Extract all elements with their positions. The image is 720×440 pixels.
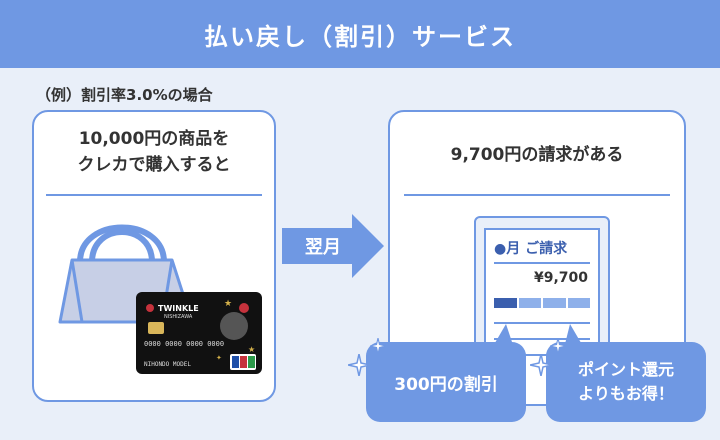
example-note: （例）割引率3.0%の場合 <box>36 86 213 104</box>
header-banner: 払い戻し（割引）サービス <box>0 0 720 68</box>
bill-progress-bar <box>494 298 590 308</box>
credit-card-icon: ★ ★ ✦ TWINKLE NISHIZAWA 0000 0000 0000 0… <box>136 292 262 374</box>
card-sub-brand: NISHIZAWA <box>164 314 193 320</box>
next-month-label: 翌月 <box>305 237 341 258</box>
sparkle-icon <box>530 354 552 376</box>
discount-bubble: 300円の割引 <box>366 342 526 422</box>
bill-amount: ¥9,700 <box>533 270 588 286</box>
card-brand: TWINKLE <box>158 304 199 313</box>
purchase-panel-title: 10,000円の商品を クレカで購入すると <box>34 126 274 178</box>
purchase-panel: 10,000円の商品を クレカで購入すると ★ ★ ✦ TWINKLE NISH… <box>32 110 276 402</box>
sparkle-icon <box>550 338 566 354</box>
arrow-right-icon <box>282 214 384 278</box>
sparkle-icon <box>348 354 370 376</box>
bill-title: ●月 ご請求 <box>494 241 568 257</box>
svg-text:★: ★ <box>248 345 255 354</box>
sparkle-icon <box>370 338 386 354</box>
discount-text: 300円の割引 <box>394 374 498 395</box>
points-line-1: ポイント還元 <box>577 360 674 379</box>
purchase-divider <box>46 194 262 196</box>
card-holder: NIHONDO MODEL <box>144 361 191 368</box>
purchase-line-2: クレカで購入すると <box>77 155 231 175</box>
card-number: 0000 0000 0000 0000 <box>144 340 224 348</box>
billing-panel-title: 9,700円の請求がある <box>450 145 624 165</box>
points-bubble: ポイント還元 よりもお得！ <box>546 342 706 422</box>
svg-text:★: ★ <box>224 299 232 309</box>
billing-divider <box>404 194 670 196</box>
page-title: 払い戻し（割引）サービス <box>204 22 516 51</box>
points-line-2: よりもお得！ <box>578 384 674 403</box>
svg-text:✦: ✦ <box>216 354 222 362</box>
purchase-line-1: 10,000円の商品を <box>78 129 230 149</box>
